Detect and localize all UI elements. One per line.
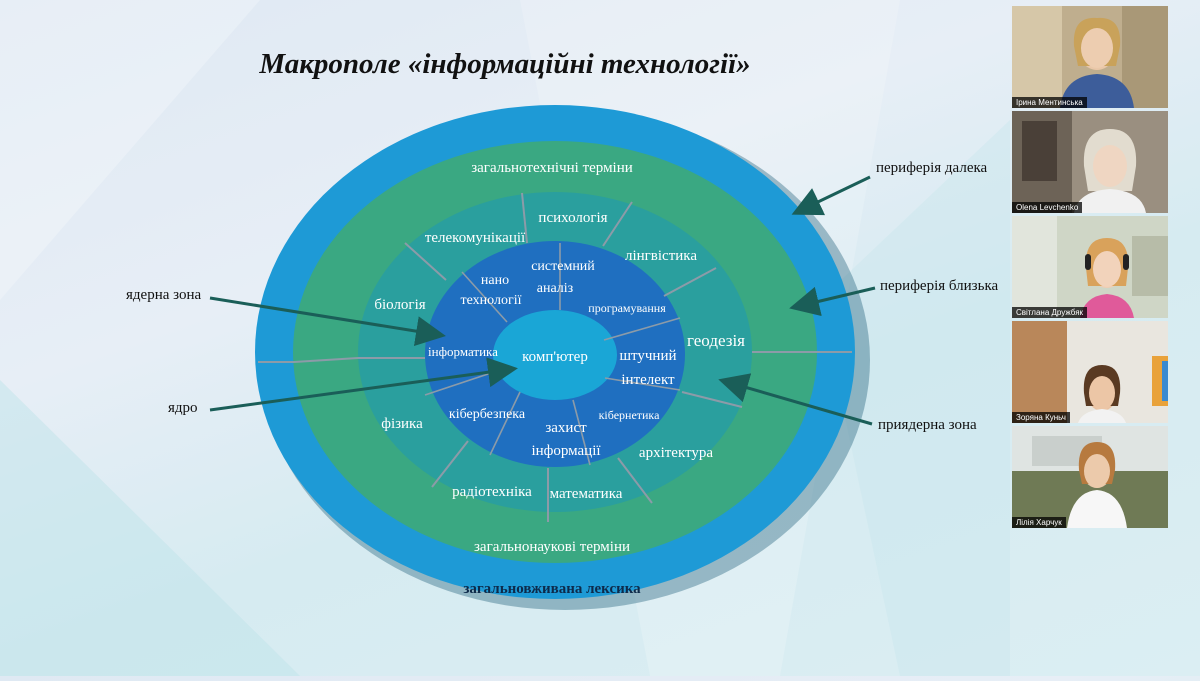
participant-name: Ірина Ментинська [1012,97,1087,108]
core-sector-informatics: інформатика [428,344,498,359]
participant-video [1012,6,1168,108]
callout-core-zone: ядерна зона [126,287,202,303]
participant-video [1012,426,1168,528]
core-sector-system-analysis-2: аналіз [537,281,574,296]
sector-physics: фізика [381,416,423,432]
slide-title: Макрополе «інформаційні технології» [259,48,751,80]
sector-geodesy: геодезія [687,331,745,350]
callout-core: ядро [168,400,198,416]
sector-linguistics: лінгвістика [625,248,697,264]
core-sector-nano-2: технології [461,293,522,308]
participant-name: Зоряна Куньч [1012,412,1070,423]
callout-periphery-far: периферія далека [876,160,988,176]
core [493,310,617,400]
participant-tile[interactable]: Ірина Ментинська [1012,6,1168,108]
periphery-bottom-label: загальнонаукові терміни [474,539,630,555]
sector-telecommunications: телекомунікації [425,230,526,246]
core-sector-programming: програмування [588,301,666,315]
sector-psychology: психологія [538,210,607,226]
participant-tile[interactable]: Olena Levchenko [1012,111,1168,213]
core-sector-ai-2: інтелект [621,372,675,388]
participant-tile[interactable]: Зоряна Куньч [1012,321,1168,423]
core-label: комп'ютер [522,349,588,365]
sector-biology: біологія [374,297,425,313]
participant-name: Olena Levchenko [1012,202,1083,213]
core-sector-ai-1: штучний [619,348,676,364]
core-sector-cybernetics: кібернетика [599,408,661,422]
sector-architecture: архітектура [639,445,713,461]
core-sector-cybersecurity: кібербезпека [449,407,526,422]
sector-mathematics: математика [550,486,623,502]
core-sector-protection-2: інформації [531,443,601,459]
participant-video [1012,321,1168,423]
outer-ring-label: загальновживана лексика [463,581,641,597]
sector-radio-engineering: радіотехніка [452,484,532,500]
participant-name: Лілія Харчук [1012,517,1066,528]
core-sector-protection-1: захист [545,420,587,436]
presentation-slide: Макрополе «інформаційні технології» [126,48,999,610]
participant-video [1012,111,1168,213]
participant-tile[interactable]: Лілія Харчук [1012,426,1168,528]
core-sector-nano-1: нано [481,273,509,288]
callout-near-core-zone: приядерна зона [878,417,977,433]
participant-tile[interactable]: Світлана Дружбяк [1012,216,1168,318]
participants-panel: Ірина Ментинська Olena Levchenko Світлан… [1010,0,1200,676]
macrofield-diagram: загальновживана лексика загальнотехнічні… [209,105,876,610]
core-sector-system-analysis-1: системний [531,259,595,274]
callout-periphery-near: периферія близька [880,278,999,294]
periphery-top-label: загальнотехнічні терміни [471,160,633,176]
participant-name: Світлана Дружбяк [1012,307,1088,318]
participant-video [1012,216,1168,318]
